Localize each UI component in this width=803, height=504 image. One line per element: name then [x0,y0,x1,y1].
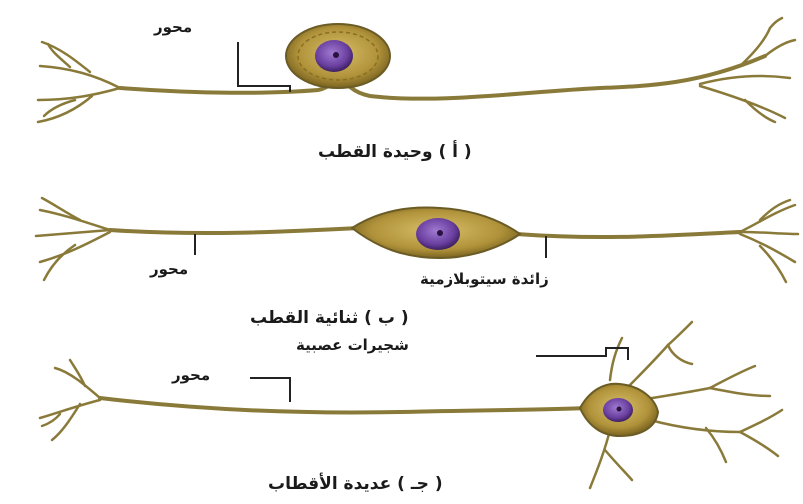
bipolar-axon-label: محور [150,260,189,278]
unipolar-left-branches [36,40,122,124]
multipolar-axon-terminal [38,358,102,442]
multipolar-axon-fiber [98,396,590,415]
bipolar-caption: ( ب ) ثنائية القطب [250,308,409,328]
unipolar-nucleolus [333,52,339,58]
bipolar-fiber [108,226,742,240]
unipolar-cell-body-inner [297,31,379,81]
bipolar-process-label: زائدة سيتوبلازمية [420,270,549,288]
unipolar-neuron [36,16,797,124]
bipolar-nucleolus [437,230,443,236]
bipolar-neuron [34,196,800,284]
multipolar-caption: ( جـ ) عديدة الأقطاب [268,474,443,494]
multipolar-dendrites-leader [536,347,629,360]
unipolar-right-branches [698,16,797,124]
multipolar-neuron [38,320,784,490]
multipolar-axon-label: محور [172,366,211,384]
unipolar-axon-leader [237,42,291,92]
multipolar-axon-leader [250,377,291,402]
multipolar-nucleolus [616,406,622,412]
multipolar-dendrites-label: شجيرات عصبية [296,336,409,354]
unipolar-axon-label: محور [154,18,193,36]
bipolar-right-branches [738,198,800,284]
bipolar-left-branches [34,196,112,282]
unipolar-axon-fiber [118,54,767,101]
unipolar-caption: ( أ ) وحيدة القطب [318,142,472,162]
